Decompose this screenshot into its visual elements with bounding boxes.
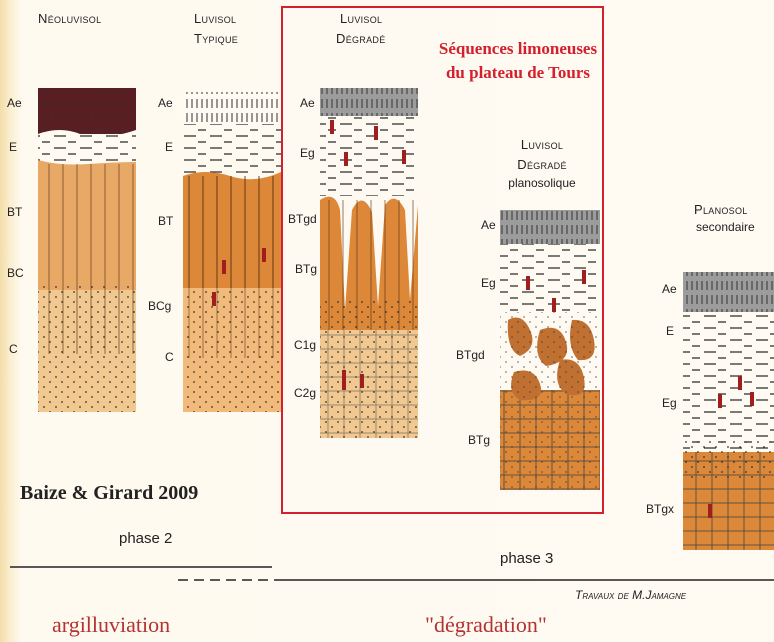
horizon-label: BCg [148,299,172,313]
horizon-label: E [666,324,675,338]
process-right: "dégradation" [425,612,547,637]
profile-luvisol-planosolique [500,210,600,490]
title-luvisol-degrade-1: Luvisol [340,11,383,26]
highlight-box-title: Séquences limoneuses du plateau de Tours [420,37,616,85]
title-neoluvisol: Néoluvisol [38,11,102,26]
horizon-label: BTgx [646,502,675,516]
process-left: argilluviation [52,612,171,637]
horizon-label: BTgd [288,212,317,226]
profile-luvisol-degrade [320,88,418,438]
title-luvisol-typique-1: Luvisol [194,11,237,26]
horizon-label: BTgd [456,348,485,362]
horizon-label: BT [158,214,174,228]
horizon-label: Ae [7,96,22,110]
horizon-label: BC [7,266,24,280]
horizon-label: C1g [294,338,317,352]
title-planosol-2: secondaire [696,220,755,234]
horizon-label: BT [7,205,23,219]
profile-neoluvisol [38,88,136,412]
horizon-label: Ae [481,218,496,232]
title-luvisol-planosolique-2: Dégradé [517,157,567,172]
highlight-frame [281,6,604,514]
horizon-label: Ae [662,282,677,296]
title-luvisol-typique-2: Typique [194,31,239,46]
title-luvisol-planosolique-1: Luvisol [520,137,564,152]
horizon-label: Ae [300,96,315,110]
profile-luvisol-typique [183,92,281,412]
horizon-label: Eg [481,276,496,290]
citation: Baize & Girard 2009 [20,482,199,504]
horizon-label: BTg [295,262,318,276]
horizon-label: Eg [300,146,315,160]
profile-planosol [683,272,774,550]
highlight-box-title-line2: du plateau de Tours [445,63,591,82]
horizon-label: E [9,140,18,154]
horizon-label: C [9,342,18,356]
phase3-label: phase 3 [500,550,554,567]
horizon-label: C2g [294,386,317,400]
title-luvisol-planosolique-3: planosolique [508,176,576,190]
horizon-label: BTg [468,433,491,447]
credit: Travaux de M.Jamagne [575,588,687,602]
horizon-label: C [165,350,174,364]
horizon-label: Ae [158,96,173,110]
highlight-box-title-line1: Séquences limoneuses [438,39,598,58]
horizon-label: E [165,140,174,154]
horizon-label: Eg [662,396,677,410]
title-planosol-1: Planosol [694,202,748,217]
phase2-label: phase 2 [119,530,173,547]
title-luvisol-degrade-2: Dégradé [336,31,386,46]
